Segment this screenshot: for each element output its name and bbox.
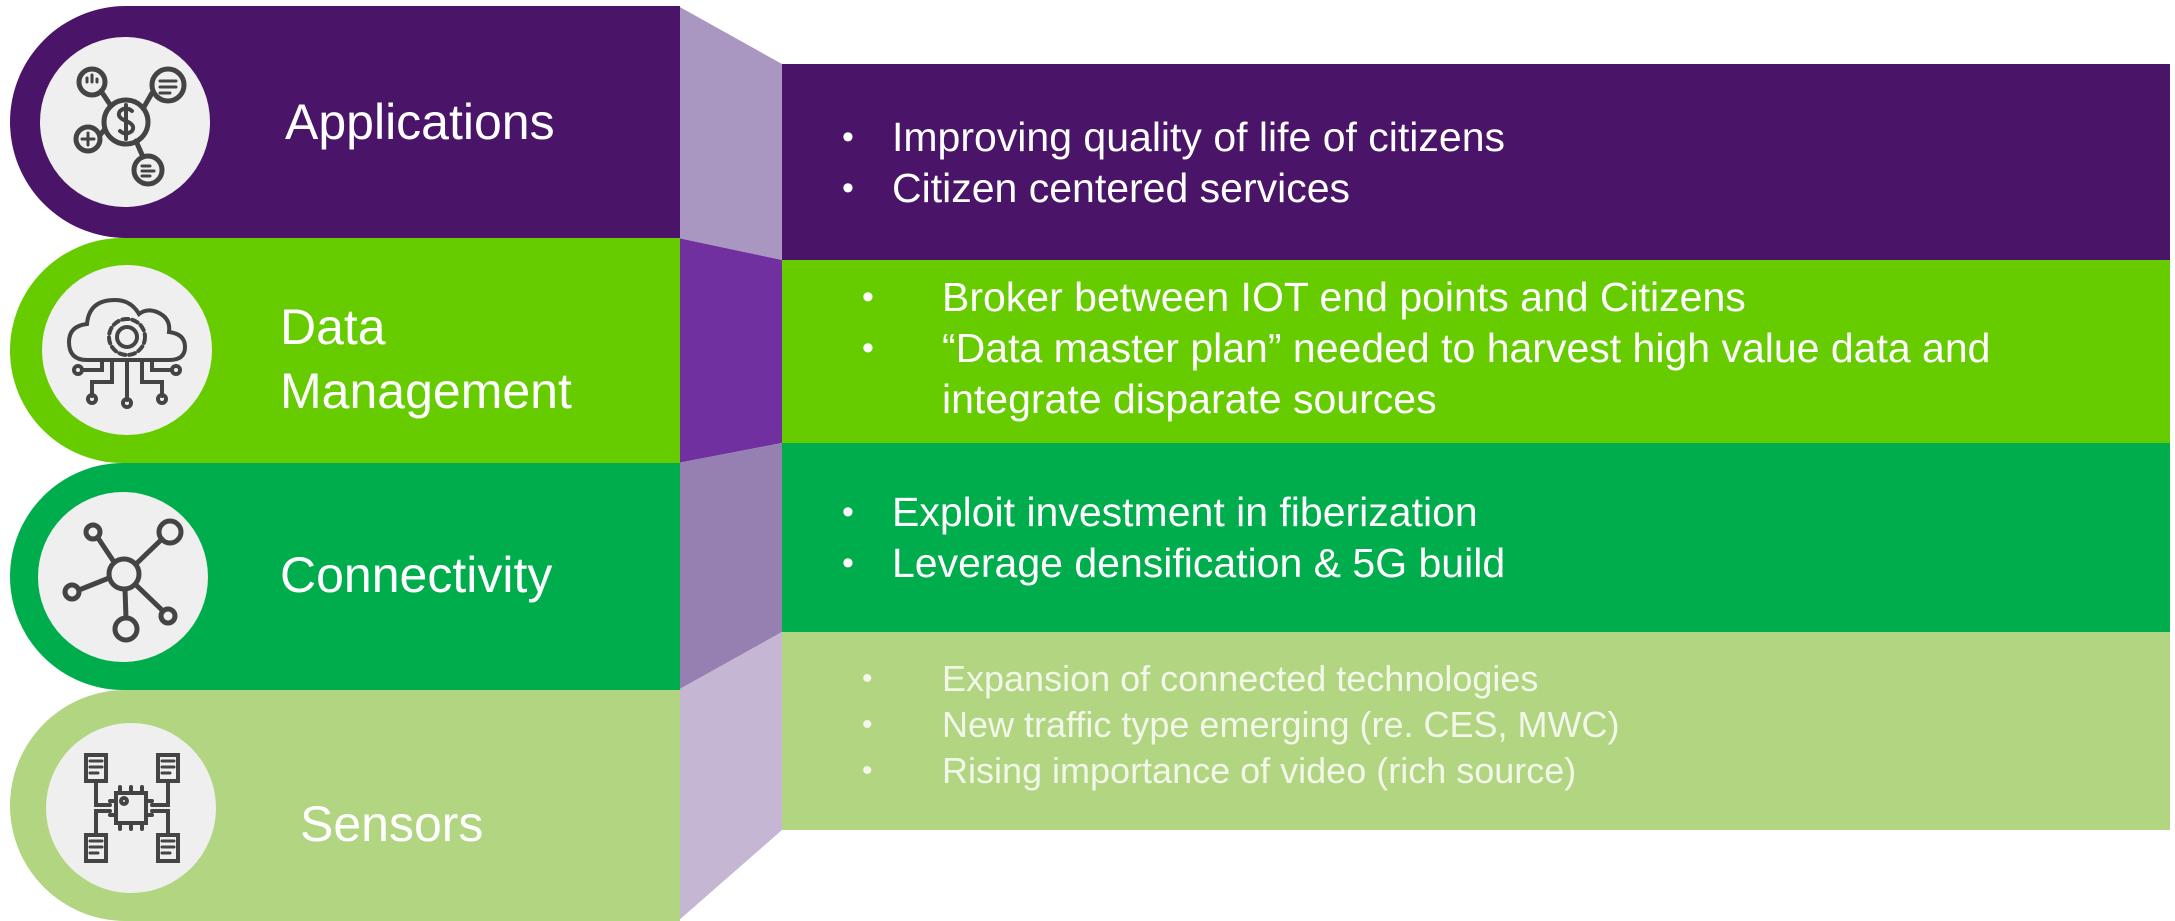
bullet-text: Leverage densification & 5G build bbox=[892, 540, 1506, 586]
icon-circle bbox=[42, 265, 212, 435]
chip-sensor-icon bbox=[84, 753, 180, 863]
bullet-text: Rising importance of video (rich source) bbox=[942, 750, 1577, 791]
connector-applications bbox=[678, 6, 782, 260]
panel-connectivity: • Exploit investment in fiberization • Lev… bbox=[782, 443, 2170, 632]
cloud-data-icon bbox=[66, 297, 188, 409]
bullet-list: • Exploit investment in fiberization • Lev… bbox=[842, 487, 2170, 589]
list-item: • Exploit investment in fiberization bbox=[842, 487, 2170, 538]
layer-label-applications: Applications bbox=[285, 94, 555, 150]
bullet-list: • Improving quality of life of citizens •… bbox=[842, 112, 2170, 214]
bullet-dot: • bbox=[862, 662, 873, 695]
layer-label-connectivity: Connectivity bbox=[280, 547, 553, 603]
bullet-dot: • bbox=[862, 754, 873, 787]
icon-circle bbox=[46, 723, 216, 893]
bullet-list: • Expansion of connected technologies • Ne… bbox=[782, 656, 2170, 794]
layer-label-sensors: Sensors bbox=[300, 796, 484, 852]
list-item: • Leverage densification & 5G build bbox=[842, 538, 2170, 589]
connector-connectivity bbox=[678, 443, 782, 690]
bullet-text: “Data master plan” needed to harvest hig… bbox=[942, 325, 1991, 422]
bullet-text: Expansion of connected technologies bbox=[942, 658, 1539, 699]
layer-label-data-management: Data Management bbox=[280, 299, 572, 419]
panel-sensors: • Expansion of connected technologies • Ne… bbox=[782, 632, 2170, 830]
list-item: • “Data master plan” needed to harvest hi… bbox=[782, 323, 2170, 425]
connector-data-management bbox=[678, 238, 782, 463]
bullet-text: Exploit investment in fiberization bbox=[892, 489, 1478, 535]
icon-circle bbox=[40, 37, 210, 207]
list-item: • Expansion of connected technologies bbox=[782, 656, 2170, 702]
bullet-text: Improving quality of life of citizens bbox=[892, 114, 1505, 160]
bullet-dot: • bbox=[842, 118, 854, 156]
bullet-dot: • bbox=[862, 278, 874, 316]
bullet-dot: • bbox=[862, 708, 873, 741]
panel-data-management: • Broker between IOT end points and Citiz… bbox=[782, 260, 2170, 443]
bullet-dot: • bbox=[842, 169, 854, 207]
network-hub-icon bbox=[62, 518, 184, 643]
list-item: • New traffic type emerging (re. CES, MWC… bbox=[782, 702, 2170, 748]
list-item: • Improving quality of life of citizens bbox=[842, 112, 2170, 163]
list-item: • Citizen centered services bbox=[842, 163, 2170, 214]
panel-applications: • Improving quality of life of citizens •… bbox=[782, 64, 2170, 260]
list-item: • Broker between IOT end points and Citiz… bbox=[782, 272, 2170, 323]
list-item: • Rising importance of video (rich source… bbox=[782, 748, 2170, 794]
layer-tab-data-management: Data Management bbox=[10, 238, 680, 463]
bullet-dot: • bbox=[842, 544, 854, 582]
bullet-list: • Broker between IOT end points and Citiz… bbox=[782, 272, 2170, 425]
bullet-text: New traffic type emerging (re. CES, MWC) bbox=[942, 704, 1620, 745]
bullet-dot: • bbox=[842, 493, 854, 531]
finance-network-icon bbox=[73, 66, 187, 187]
connector-sensors bbox=[678, 632, 782, 921]
icon-circle bbox=[38, 492, 208, 662]
layer-tab-sensors: Sensors bbox=[10, 690, 680, 921]
layer-tab-connectivity: Connectivity bbox=[10, 463, 680, 690]
bullet-text: Citizen centered services bbox=[892, 165, 1351, 211]
bullet-dot: • bbox=[862, 329, 874, 367]
layer-tab-applications: Applications bbox=[10, 6, 680, 238]
bullet-text: Broker between IOT end points and Citize… bbox=[942, 274, 1746, 320]
